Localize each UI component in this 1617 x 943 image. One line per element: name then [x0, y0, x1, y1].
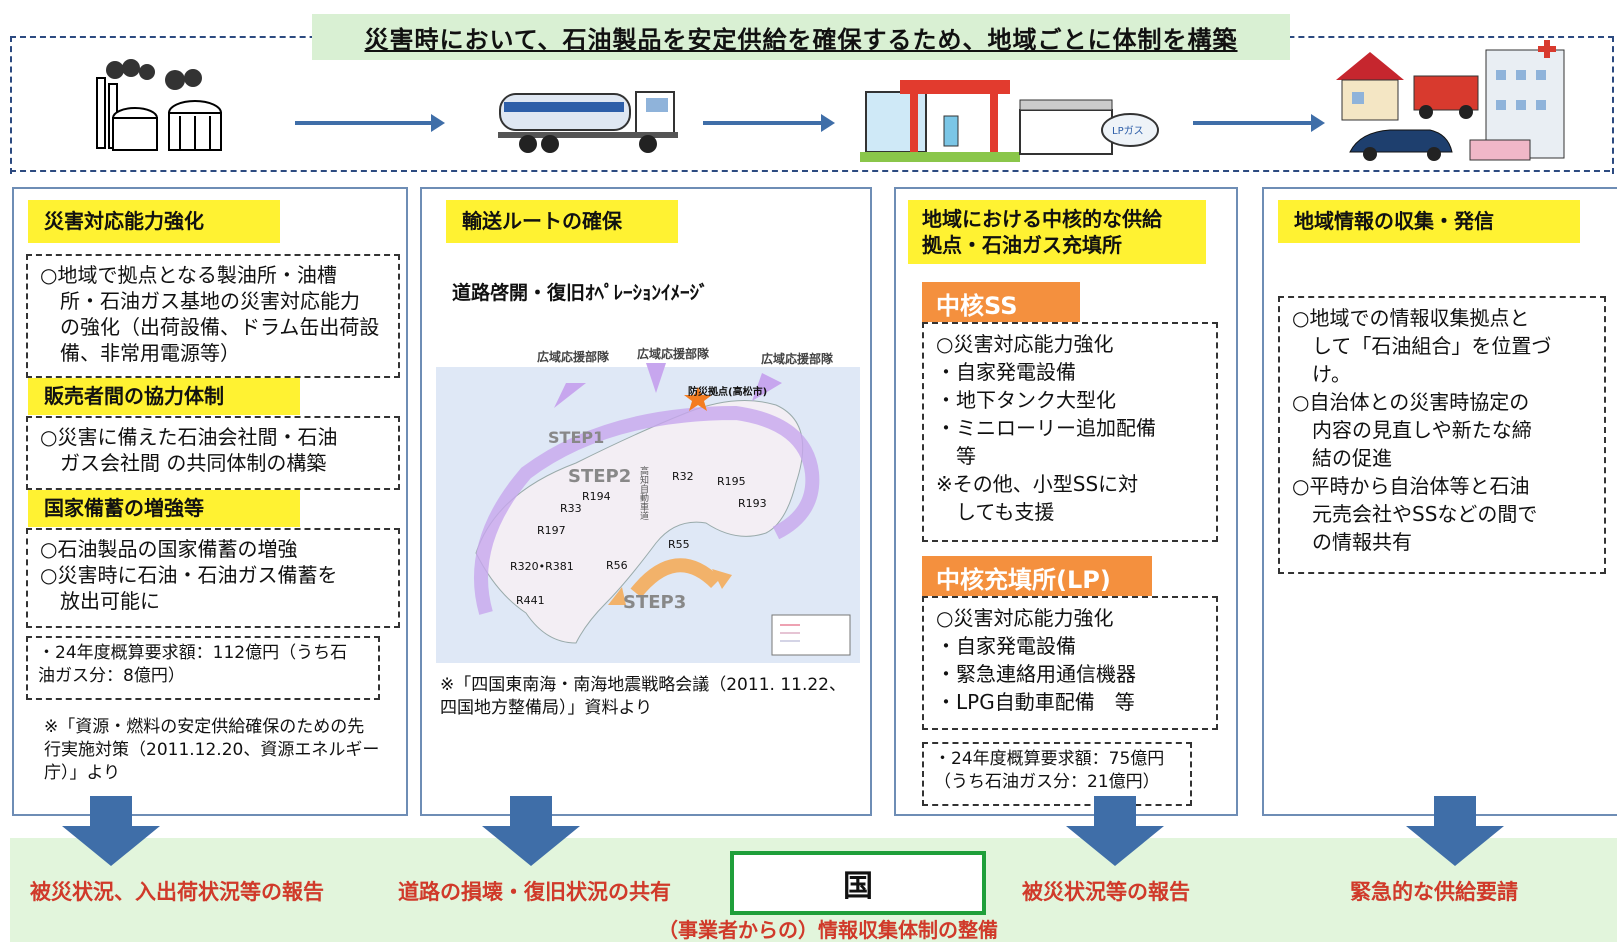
text-line: ・24年度概算要求額：75億円 — [934, 749, 1165, 769]
flow-arrow-1 — [295, 114, 445, 132]
label-regional-info: 地域情報の収集・発信 — [1278, 200, 1580, 243]
text-line: 所・石油ガス基地の災害対応能力 — [40, 289, 360, 313]
text-line: ○自治体との災害時協定の — [1292, 390, 1530, 414]
down-arrow-2 — [482, 796, 580, 866]
text-line: 等 — [936, 444, 976, 468]
box-seller-cooperation: ○災害に備えた石油会社間・石油 ガス会社間 の共同体制の構築 — [26, 416, 400, 490]
box-budget-1: ・24年度概算要求額：112億円（うち石 油ガス分：8億円） — [26, 636, 380, 700]
box-budget-3: ・24年度概算要求額：75億円 （うち石油ガス分：21億円） — [922, 742, 1192, 806]
down-arrow-4 — [1406, 796, 1504, 866]
step2-label: STEP2 — [568, 466, 632, 487]
text-line: ・ミニローリー追加配備 — [936, 416, 1156, 440]
source-note-2: ※「四国東南海・南海地震戦略会議（2011. 11.22、 四国地方整備局）」資… — [440, 674, 860, 720]
label-transport-route: 輸送ルートの確保 — [446, 200, 678, 243]
base-label: 防災拠点(高松市) — [688, 387, 768, 398]
text-line: ・24年度概算要求額：112億円（うち石 — [38, 643, 348, 663]
core-lp-title: 中核充填所(LP) — [922, 556, 1152, 599]
text-line: ※「資源・燃料の安定供給確保のための先 — [44, 717, 365, 737]
tanker-truck-icon — [498, 91, 678, 153]
bottom-caption: （事業者からの）情報収集体制の整備 — [658, 918, 998, 942]
report-text-1: 被災状況、入出荷状況等の報告 — [30, 880, 324, 904]
text-line: 油ガス分：8億円） — [38, 666, 185, 686]
text-line: 放出可能に — [40, 589, 160, 613]
text-line: ※「四国東南海・南海地震戦略会議（2011. 11.22、 — [440, 675, 846, 695]
route-r32: R32 — [672, 470, 694, 483]
text-line: ○石油製品の国家備蓄の増強 — [40, 537, 298, 561]
route-r56: R56 — [606, 559, 628, 572]
text-line: 庁）」より — [44, 763, 121, 783]
text-line: 元売会社やSSなどの間で — [1292, 502, 1538, 526]
text-line: しても支援 — [936, 500, 1055, 524]
support-label-1: 広域応援部隊 — [537, 350, 610, 364]
box-national-reserve: ○石油製品の国家備蓄の増強 ○災害時に石油・石油ガス備蓄を 放出可能に — [26, 528, 400, 628]
source-note-1: ※「資源・燃料の安定供給確保のための先 行実施対策（2011.12.20、資源エ… — [44, 716, 394, 785]
text-line: 四国地方整備局）」資料より — [440, 698, 653, 718]
step1-label: STEP1 — [548, 428, 605, 447]
route-r441: R441 — [516, 594, 545, 607]
step3-label: STEP3 — [623, 592, 687, 613]
country-box: 国 — [730, 851, 986, 915]
report-text-4: 緊急的な供給要請 — [1350, 880, 1518, 904]
text-line: の情報共有 — [1292, 530, 1412, 554]
text-line: ガス会社間 の共同体制の構築 — [40, 451, 327, 475]
text-line: ○災害対応能力強化 — [936, 606, 1114, 630]
text-line: ○地域での情報収集拠点と — [1292, 306, 1530, 330]
text-line: ○地域で拠点となる製油所・油槽 — [40, 263, 337, 287]
support-label-3: 広域応援部隊 — [761, 352, 834, 366]
down-arrow-1 — [62, 796, 160, 866]
text-line: の強化（出荷設備、ドラム缶出荷設 — [40, 315, 380, 339]
support-label-2: 広域応援部隊 — [637, 347, 710, 361]
text-line: ○災害対応能力強化 — [936, 332, 1114, 356]
route-r195: R195 — [717, 475, 746, 488]
text-line: 行実施対策（2011.12.20、資源エネルギー — [44, 740, 380, 760]
text-line: ※その他、小型SSに対 — [936, 472, 1139, 496]
town-facilities-icon — [1336, 40, 1565, 161]
report-text-2: 道路の損壊・復旧状況の共有 — [398, 880, 671, 904]
map-subtitle: 道路啓開・復旧ｵﾍﾟﾚｰｼｮﾝｲﾒｰｼﾞ — [452, 282, 709, 304]
text-line: ・自家発電設備 — [936, 634, 1076, 658]
text-line: け。 — [1292, 362, 1351, 386]
flow-arrow-2 — [703, 114, 835, 132]
label-national-reserve: 国家備蓄の増強等 — [28, 490, 300, 527]
core-ss-title: 中核SS — [922, 282, 1080, 325]
box-core-lp: ○災害対応能力強化 ・自家発電設備 ・緊急連絡用通信機器 ・LPG自動車配備 等 — [922, 596, 1218, 730]
box-core-ss: ○災害対応能力強化 ・自家発電設備 ・地下タンク大型化 ・ミニローリー追加配備 … — [922, 322, 1218, 542]
text-line: 内容の見直しや新たな締 — [1292, 418, 1532, 442]
text-line: ○平時から自治体等と石油 — [1292, 474, 1530, 498]
page-title: 災害時において、石油製品を安定供給を確保するため、地域ごとに体制を構築 — [312, 14, 1290, 60]
text-line: 結の促進 — [1292, 446, 1392, 470]
label-seller-cooperation: 販売者間の協力体制 — [28, 378, 300, 415]
route-r194: R194 — [582, 490, 611, 503]
refinery-icon — [96, 59, 222, 151]
top-dashed-divider — [10, 170, 1610, 172]
text-line: 備、非常用電源等） — [40, 341, 240, 365]
text-line: （うち石油ガス分：21億円） — [934, 772, 1160, 792]
box-disaster-capability: ○地域で拠点となる製油所・油槽 所・石油ガス基地の災害対応能力 の強化（出荷設備… — [26, 254, 400, 378]
label-core-supply: 地域における中核的な供給 拠点・石油ガス充填所 — [908, 200, 1206, 264]
text-line: ○災害時に石油・石油ガス備蓄を — [40, 563, 338, 587]
route-r193: R193 — [738, 497, 767, 510]
text-line: 拠点・石油ガス充填所 — [922, 233, 1122, 257]
flow-arrow-3 — [1193, 114, 1325, 132]
text-line: ・自家発電設備 — [936, 360, 1076, 384]
text-line: 地域における中核的な供給 — [922, 207, 1162, 231]
shikoku-map — [436, 363, 860, 663]
label-disaster-capability: 災害対応能力強化 — [28, 200, 280, 243]
gas-station-icon: LPガス — [860, 80, 1159, 162]
text-line: ○災害に備えた石油会社間・石油 — [40, 425, 338, 449]
svg-text:LPガス: LPガス — [1112, 125, 1144, 137]
text-line: ・地下タンク大型化 — [936, 388, 1116, 412]
text-line: して「石油組合」を位置づ — [1292, 334, 1552, 358]
route-r320-r381: R320•R381 — [510, 560, 574, 573]
report-text-3: 被災状況等の報告 — [1022, 880, 1190, 904]
text-line: ・LPG自動車配備 等 — [936, 690, 1135, 714]
route-r197: R197 — [537, 524, 566, 537]
text-line: ・緊急連絡用通信機器 — [936, 662, 1136, 686]
route-r55: R55 — [668, 538, 690, 551]
route-r33: R33 — [560, 502, 582, 515]
expressway-label: 高知自動車道 — [638, 466, 648, 520]
down-arrow-3 — [1066, 796, 1164, 866]
box-regional-info: ○地域での情報収集拠点と して「石油組合」を位置づ け。 ○自治体との災害時協定… — [1278, 296, 1606, 574]
